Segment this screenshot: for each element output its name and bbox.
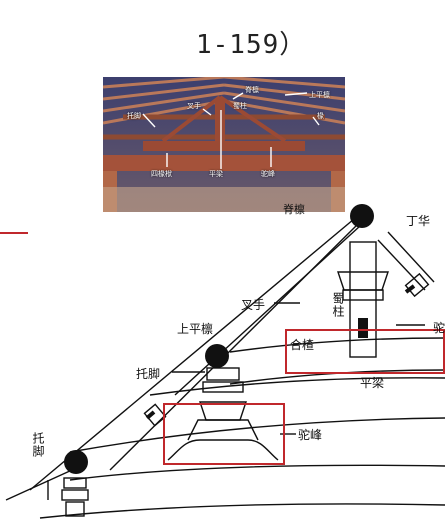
photo-label-chuan: 椽 bbox=[317, 112, 324, 120]
lower-beam-top bbox=[69, 464, 445, 481]
lower-purlin-circle bbox=[64, 450, 88, 474]
middle-beam-bottom bbox=[69, 417, 445, 453]
diagram-label-tuojiao-lower: 托脚 bbox=[31, 432, 45, 458]
photo-label-chashou: 叉手 bbox=[187, 102, 201, 110]
roof-section-diagram bbox=[5, 204, 445, 519]
roof-photo-drawing bbox=[103, 77, 345, 212]
highlight-box-tuofeng bbox=[163, 403, 285, 465]
red-rule bbox=[0, 232, 28, 234]
rafter-line-upper bbox=[29, 213, 361, 491]
diagram-label-chashou: 叉手 bbox=[241, 298, 266, 312]
diagram-label-right-cut: 驼 bbox=[433, 321, 445, 335]
diagram-label-tuofeng: 驼峰 bbox=[298, 428, 323, 442]
diagram-label-shuzhu: 蜀柱 bbox=[331, 292, 345, 318]
highlight-box-pingliang bbox=[285, 329, 445, 374]
photo-label-shuzhu: 蜀柱 bbox=[233, 102, 247, 110]
diagram-label-shangpinglin: 上平檩 bbox=[177, 322, 214, 336]
middle-beam-top bbox=[149, 377, 445, 396]
photo-label-tuofeng: 驼峰 bbox=[261, 170, 275, 178]
photo-label-pingliang: 平梁 bbox=[209, 170, 223, 178]
figure-caption: 1-159） bbox=[196, 30, 307, 60]
upper-beam-top bbox=[229, 337, 445, 353]
upper-purlin-circle bbox=[205, 344, 229, 368]
diagram-label-pingliang: 平梁 bbox=[360, 376, 385, 390]
diagram-label-jiliao: 脊檩 bbox=[283, 203, 305, 216]
photo-label-sichuanfu: 四椽栿 bbox=[151, 170, 172, 178]
ridge-purlin-circle bbox=[350, 204, 374, 228]
roof-interior-photo: 脊檩 叉手 蜀柱 上平檩 托脚 椽 四椽栿 平梁 驼峰 bbox=[103, 77, 345, 212]
photo-label-jiliao: 脊檩 bbox=[245, 86, 259, 94]
photo-label-tuojiao: 托脚 bbox=[127, 112, 141, 120]
tuofeng-hump bbox=[167, 439, 279, 461]
rafter-line-lower bbox=[109, 221, 361, 471]
lower-beam-bottom bbox=[39, 503, 445, 519]
diagram-label-hezha: 合楂 bbox=[290, 338, 315, 352]
diagram-label-tuojiao-upper: 托脚 bbox=[136, 367, 161, 381]
photo-label-pingtuan: 上平檩 bbox=[309, 91, 330, 99]
diagram-label-dinghua: 丁华 bbox=[406, 214, 431, 228]
